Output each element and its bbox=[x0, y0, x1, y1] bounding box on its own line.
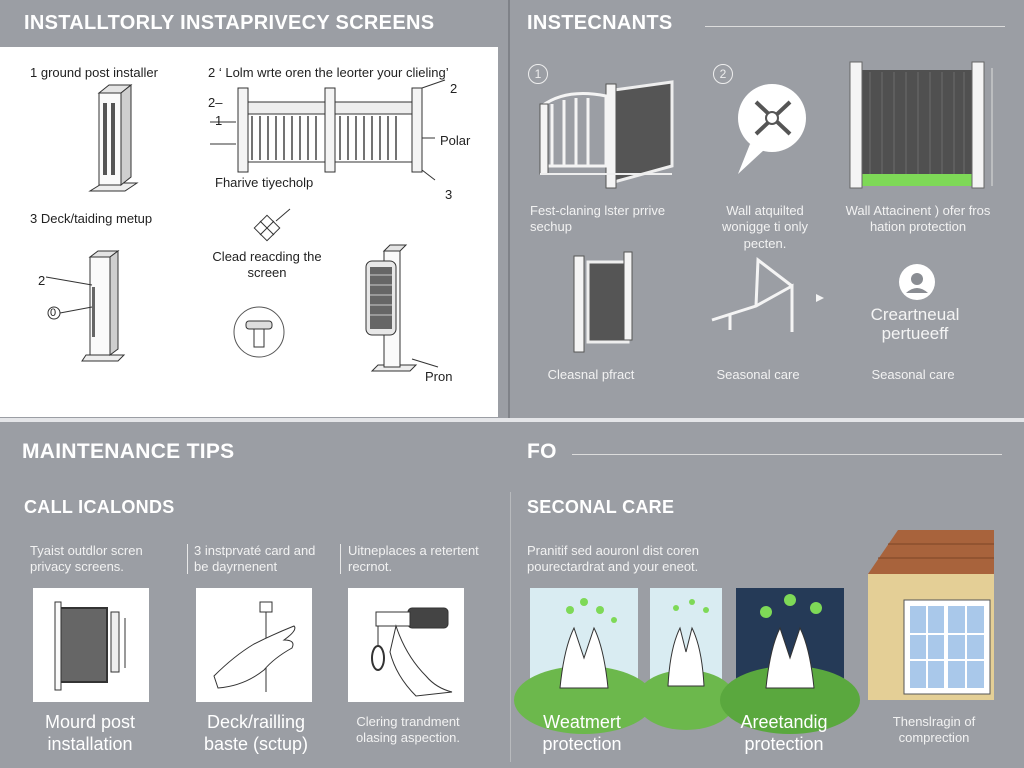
section-title-maintenance: MAINTENANCE TIPS bbox=[22, 440, 235, 463]
screen-post-illustration bbox=[365, 244, 439, 372]
cleaning-brush-icon bbox=[233, 306, 285, 358]
hand-cleaning-illustration bbox=[213, 601, 296, 692]
seasonal-caption-3: Thenslragin of comprection bbox=[892, 714, 976, 746]
callout-1: 1 bbox=[215, 113, 223, 128]
instecnant-caption-2: Wall atquilted wonigge ti only pecten. bbox=[722, 203, 808, 251]
fence-panel-illustration bbox=[210, 79, 446, 181]
instecnant-caption-3: Wall Attacinent ) ofer fros hation prote… bbox=[845, 203, 991, 235]
bracket-line-illustration bbox=[711, 257, 824, 332]
deck-post-illustration bbox=[45, 250, 126, 362]
house-window-illustration bbox=[868, 530, 994, 700]
step-number-1: 1 bbox=[528, 64, 548, 84]
tip-text-2: 3 instprvaté card and be dayrnenent bbox=[194, 543, 316, 575]
callout-2b: 2 bbox=[450, 81, 458, 96]
pron-label: Pron bbox=[425, 369, 453, 384]
section-subtitle-seasonal: SECONAL CARE bbox=[527, 497, 675, 517]
step-1-label: 1 ground post installer bbox=[30, 65, 158, 80]
section-subtitle-call: CALL ICALONDS bbox=[24, 497, 175, 517]
step-3-label: 3 Deck/taiding metup bbox=[30, 211, 153, 226]
person-circle-icon bbox=[899, 264, 935, 300]
ground-post-illustration bbox=[88, 83, 139, 192]
fo-title-rule bbox=[572, 454, 1002, 455]
callout-2: 2– bbox=[208, 95, 223, 110]
tip-image-3 bbox=[348, 588, 464, 702]
vertical-divider bbox=[508, 0, 510, 418]
bottom-vertical-divider bbox=[510, 492, 511, 762]
tip-text-3: Uitneplaces a retertent recrnot. bbox=[348, 543, 479, 575]
tip-caption-1: Mourd post installation bbox=[44, 712, 136, 754]
tip-divider-2 bbox=[340, 544, 341, 574]
tip-divider-1 bbox=[187, 544, 188, 574]
instecnant-caption-1: Fest-claning lster prrive sechup bbox=[530, 203, 666, 235]
section-title-instecnants: INSTECNANTS bbox=[527, 12, 673, 34]
tip-caption-2: Deck/railling baste (sctup) bbox=[203, 712, 309, 754]
callout-3: 3 bbox=[445, 187, 453, 202]
hands-protection-illustration bbox=[636, 588, 736, 730]
instecnant-caption-4: Creartneual pertueeff bbox=[870, 305, 960, 343]
weather-protection-illustration bbox=[514, 588, 654, 734]
gate-panel-illustration bbox=[573, 251, 633, 353]
tip-image-2 bbox=[196, 588, 312, 702]
step-2-label: 2 ‘ Lolm wrte oren the leorter your clie… bbox=[208, 65, 449, 80]
fence-panel-green-base bbox=[849, 61, 993, 189]
horizontal-divider bbox=[0, 418, 1024, 422]
section-title-installation: INSTALLTORLY INSTAPRIVECY SCREENS bbox=[24, 12, 435, 34]
instecnant-bottom-1: Cleasnal pfract bbox=[547, 367, 635, 382]
installation-panel: 1 ground post installer 2 ‘ Lolm wrte or… bbox=[0, 47, 498, 417]
callout-0: 0 bbox=[50, 307, 57, 319]
spray-tool-illustration bbox=[371, 607, 453, 697]
gate-installation-illustration bbox=[539, 80, 674, 189]
callout-2c: 2 bbox=[38, 273, 46, 288]
seasonal-description: Pranitif sed aouronl dist coren pourecta… bbox=[527, 543, 699, 575]
instecnant-bottom-3: Seasonal care bbox=[871, 367, 955, 382]
polar-label: Polar bbox=[440, 133, 471, 148]
clip-icon bbox=[253, 208, 291, 242]
tip-text-1: Tyaist outdlor scren privacy screens. bbox=[30, 543, 143, 575]
night-protection-illustration bbox=[720, 588, 860, 734]
section-title-fo: FO bbox=[527, 440, 557, 463]
tip-image-1 bbox=[33, 588, 149, 702]
seasonal-caption-1: Weatmert protection bbox=[542, 712, 622, 754]
seasonal-caption-2: Areetandig protection bbox=[740, 712, 828, 754]
step-number-2: 2 bbox=[713, 64, 733, 84]
post-installation-illustration bbox=[54, 601, 126, 691]
instecnant-bottom-2: Seasonal care bbox=[716, 367, 800, 382]
tip-caption-3: Clering trandment olasing aspection. bbox=[355, 714, 461, 746]
tools-cross-icon bbox=[738, 84, 806, 174]
title-rule bbox=[705, 26, 1005, 27]
cleaning-caption: Clead reacding the screen bbox=[212, 249, 322, 280]
fence-caption: Fharive tiyecholp bbox=[215, 175, 314, 190]
